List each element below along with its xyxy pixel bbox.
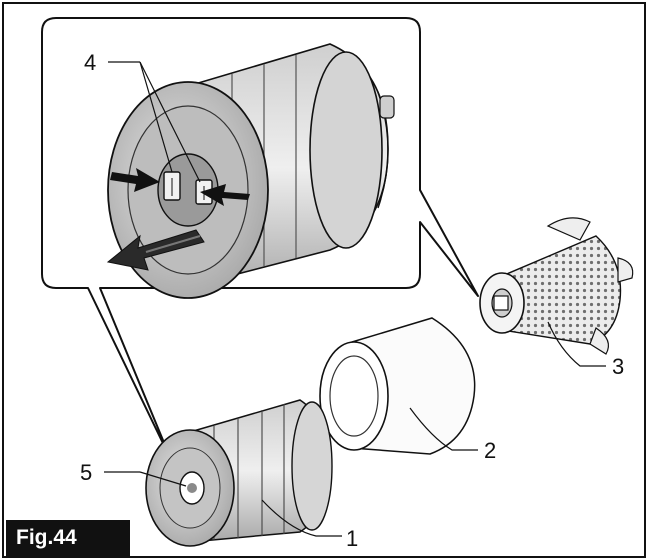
leader-4	[108, 61, 201, 183]
callout-2: 2	[484, 438, 496, 463]
zoomed-filter	[106, 43, 395, 299]
filter-sleeve	[319, 317, 476, 455]
press-arrow-right	[200, 184, 250, 206]
perforated-core	[479, 217, 634, 355]
filter-cartridge	[145, 399, 333, 547]
latch-tabs	[163, 171, 213, 205]
leader-1	[261, 499, 342, 537]
figure-label: Fig.44	[6, 520, 130, 556]
leader-5	[104, 471, 187, 487]
leader-2	[409, 407, 478, 451]
callout-4: 4	[84, 50, 96, 75]
callout-3: 3	[612, 354, 624, 379]
press-arrow-left	[110, 168, 160, 192]
leader-3	[547, 321, 606, 367]
callout-1: 1	[346, 526, 358, 551]
callout-5: 5	[80, 460, 92, 485]
zoom-inset: 4	[41, 17, 479, 463]
